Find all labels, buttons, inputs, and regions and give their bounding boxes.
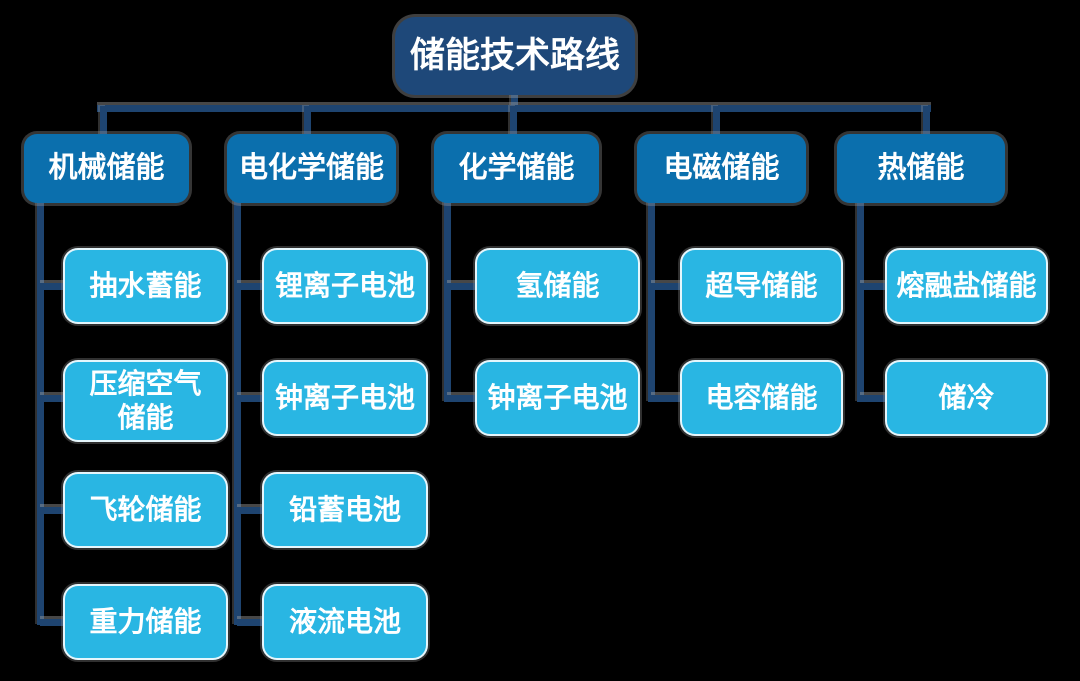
connector-leaf-stub-4-1 (860, 395, 887, 402)
connector-leaf-stub-0-1 (40, 395, 65, 402)
connector-leaf-stub-1-1 (237, 395, 264, 402)
branch-node-chemical: 化学储能 (434, 134, 599, 203)
connector-trunk-2 (444, 200, 451, 402)
connector-leaf-stub-4-0 (860, 283, 887, 290)
connector-leaf-stub-0-0 (40, 283, 65, 290)
connector-trunk-1 (234, 200, 241, 625)
connector-leaf-stub-1-0 (237, 283, 264, 290)
root-node: 储能技术路线 (395, 17, 635, 95)
leaf-node: 电容储能 (680, 360, 843, 436)
connector-leaf-stub-1-3 (237, 619, 264, 626)
leaf-node: 液流电池 (262, 584, 428, 660)
connector-trunk-0 (37, 200, 44, 625)
connector-root-stub (511, 93, 518, 107)
branch-node-thermal: 热储能 (837, 134, 1005, 203)
leaf-node: 钟离子电池 (262, 360, 428, 436)
connector-leaf-stub-3-1 (651, 395, 682, 402)
branch-node-electromagnetic: 电磁储能 (637, 134, 806, 203)
connector-trunk-4 (857, 200, 864, 402)
connector-branch-stub-2 (510, 106, 517, 136)
leaf-node: 储冷 (885, 360, 1048, 436)
leaf-node: 压缩空气储能 (63, 360, 228, 442)
connector-branch-stub-4 (923, 106, 930, 136)
leaf-node: 氢储能 (475, 248, 640, 324)
leaf-node: 飞轮储能 (63, 472, 228, 548)
connector-leaf-stub-2-1 (447, 395, 477, 402)
leaf-node: 铅蓄电池 (262, 472, 428, 548)
leaf-node: 重力储能 (63, 584, 228, 660)
leaf-node: 钟离子电池 (475, 360, 640, 436)
connector-trunk-3 (648, 200, 655, 402)
connector-leaf-stub-3-0 (651, 283, 682, 290)
connector-branch-stub-0 (100, 106, 107, 136)
branch-node-mechanical: 机械储能 (24, 134, 189, 203)
connector-leaf-stub-1-2 (237, 507, 264, 514)
leaf-node: 抽水蓄能 (63, 248, 228, 324)
branch-node-electrochemical: 电化学储能 (227, 134, 396, 203)
connector-leaf-stub-0-2 (40, 507, 65, 514)
connector-leaf-stub-0-3 (40, 619, 65, 626)
connector-branch-stub-3 (713, 106, 720, 136)
connector-leaf-stub-2-0 (447, 283, 477, 290)
connector-branch-stub-1 (304, 106, 311, 136)
leaf-node: 熔融盐储能 (885, 248, 1048, 324)
leaf-node: 超导储能 (680, 248, 843, 324)
leaf-node: 锂离子电池 (262, 248, 428, 324)
